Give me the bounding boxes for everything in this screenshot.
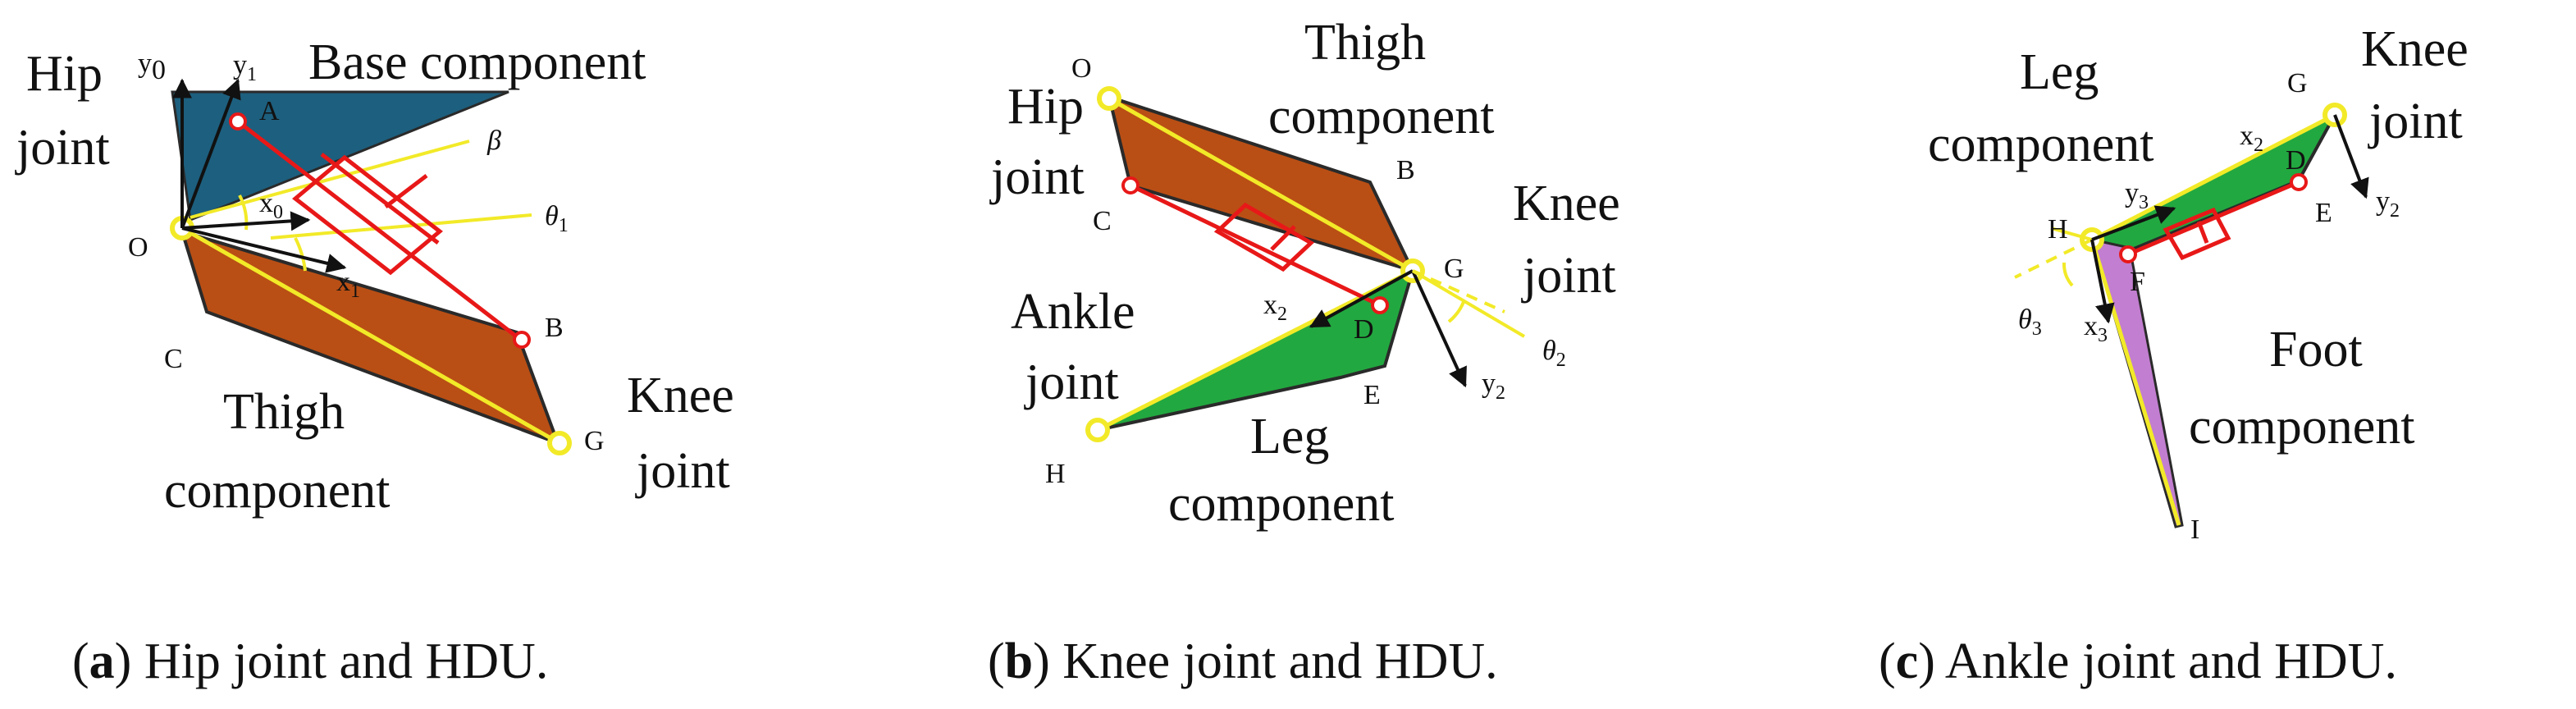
label-base-component: Base component xyxy=(308,34,646,90)
reference-line-theta1 xyxy=(270,213,532,240)
label-foot: Foot xyxy=(2269,322,2363,377)
label-knee: Knee xyxy=(2361,21,2469,77)
hinge-a xyxy=(229,112,247,130)
label-knee: Knee xyxy=(1513,176,1620,231)
label-hip: Hip xyxy=(1007,79,1084,135)
point-label-e: E xyxy=(1363,380,1381,410)
reference-line-theta3-b xyxy=(2050,226,2093,241)
point-label-h: H xyxy=(1045,459,1066,489)
point-label-g: G xyxy=(2287,68,2308,98)
angle-label-theta3: θ3 xyxy=(2018,304,2042,340)
axis-label-x2: x2 xyxy=(2240,121,2263,156)
axis-x2 xyxy=(1309,269,1414,328)
point-label-i: I xyxy=(2190,515,2199,545)
angle-label-theta1: θ1 xyxy=(545,201,569,236)
joint-h xyxy=(1085,418,1110,442)
axis-label-x3: x3 xyxy=(2084,311,2108,346)
axis-y2 xyxy=(1411,270,1467,388)
point-label-e: E xyxy=(2315,198,2332,228)
axis-label-y1: y1 xyxy=(233,50,257,85)
angle-arc-theta1 xyxy=(294,237,307,272)
hinge-f xyxy=(2119,245,2137,263)
label-leg-component: component xyxy=(1928,117,2154,172)
point-label-d: D xyxy=(2286,145,2306,176)
label-knee-joint: joint xyxy=(2368,94,2463,149)
label-thigh: Thigh xyxy=(1304,15,1426,71)
caption-c: (c) Ankle joint and HDU. xyxy=(1879,634,2397,689)
angle-arc-beta xyxy=(238,194,249,231)
axis-y3 xyxy=(2091,205,2176,241)
angle-arc-theta3 xyxy=(2062,262,2074,287)
label-foot-component: component xyxy=(2189,399,2415,455)
axis-y1 xyxy=(180,78,241,229)
reference-line-theta2 xyxy=(1411,269,1526,338)
axis-label-y0: y0 xyxy=(138,48,166,85)
angle-label-theta2: θ2 xyxy=(1542,336,1566,371)
angle-label-beta: β xyxy=(486,126,501,156)
point-label-g: G xyxy=(584,426,605,456)
panel-a-hip-joint: Hip joint Base component Thigh component… xyxy=(15,34,734,519)
label-hip-joint: joint xyxy=(15,120,110,176)
reference-line-hg xyxy=(2090,112,2336,242)
hdu-cylinder-c xyxy=(2127,180,2300,261)
axis-y2 xyxy=(2333,114,2369,199)
label-thigh: Thigh xyxy=(223,384,345,440)
label-knee: Knee xyxy=(627,368,734,423)
axis-label-y2: y2 xyxy=(2376,186,2400,222)
reference-line-theta3 xyxy=(2014,238,2093,279)
panel-b-knee-joint: Hip joint Thigh component Knee joint Ank… xyxy=(989,15,1620,532)
axis-label-x0: x0 xyxy=(259,188,283,223)
point-label-o: O xyxy=(128,232,148,263)
hinge-e xyxy=(2290,173,2308,191)
axis-label-x1: x1 xyxy=(336,267,360,302)
angle-arc-theta2 xyxy=(1447,301,1465,323)
label-thigh-component: component xyxy=(164,463,391,519)
hdu-cylinder-b xyxy=(1129,183,1382,308)
label-ankle-joint: joint xyxy=(1024,354,1119,410)
hinge-c xyxy=(1121,176,1140,194)
reference-line-beta xyxy=(190,140,470,219)
point-label-o: O xyxy=(1071,53,1092,84)
label-leg-component: component xyxy=(1168,476,1395,532)
axis-label-y3: y3 xyxy=(2125,178,2149,213)
axis-label-y2: y2 xyxy=(1482,368,1505,404)
caption-a: (a) Hip joint and HDU. xyxy=(72,634,548,689)
label-leg: Leg xyxy=(1250,409,1329,464)
point-label-c: C xyxy=(164,344,183,374)
joint-g xyxy=(547,431,572,455)
label-hip-joint: joint xyxy=(989,149,1085,205)
axis-x3 xyxy=(2090,239,2115,324)
reference-line-hi xyxy=(2090,239,2181,526)
point-label-h: H xyxy=(2048,214,2068,245)
label-thigh-component: component xyxy=(1268,89,1495,144)
point-label-c: C xyxy=(1093,206,1112,236)
joint-o xyxy=(1097,86,1121,111)
label-knee-joint: joint xyxy=(1521,248,1616,304)
point-label-a: A xyxy=(259,96,280,126)
hinge-d xyxy=(1371,296,1389,314)
label-knee-joint: joint xyxy=(635,443,730,499)
point-label-g: G xyxy=(1444,254,1464,284)
caption-b: (b) Knee joint and HDU. xyxy=(988,634,1498,689)
axis-x0 xyxy=(181,211,311,231)
point-label-d: D xyxy=(1354,314,1374,345)
axis-label-x2: x2 xyxy=(1263,290,1287,325)
hinge-b xyxy=(513,331,531,349)
reference-line-og xyxy=(180,226,561,446)
label-hip: Hip xyxy=(26,46,103,102)
axis-x1 xyxy=(181,226,347,273)
hdu-cylinder-a xyxy=(236,120,520,340)
label-leg: Leg xyxy=(2020,44,2099,100)
reference-line-theta2-dashed xyxy=(1412,269,1505,313)
reference-line-og xyxy=(1108,96,1414,273)
panel-c-ankle-joint: Leg component Knee joint Foot component … xyxy=(1928,21,2469,545)
point-label-f: F xyxy=(2130,267,2145,297)
point-label-b: B xyxy=(1396,155,1415,185)
label-ankle: Ankle xyxy=(1011,284,1135,340)
point-label-b: B xyxy=(545,313,564,343)
